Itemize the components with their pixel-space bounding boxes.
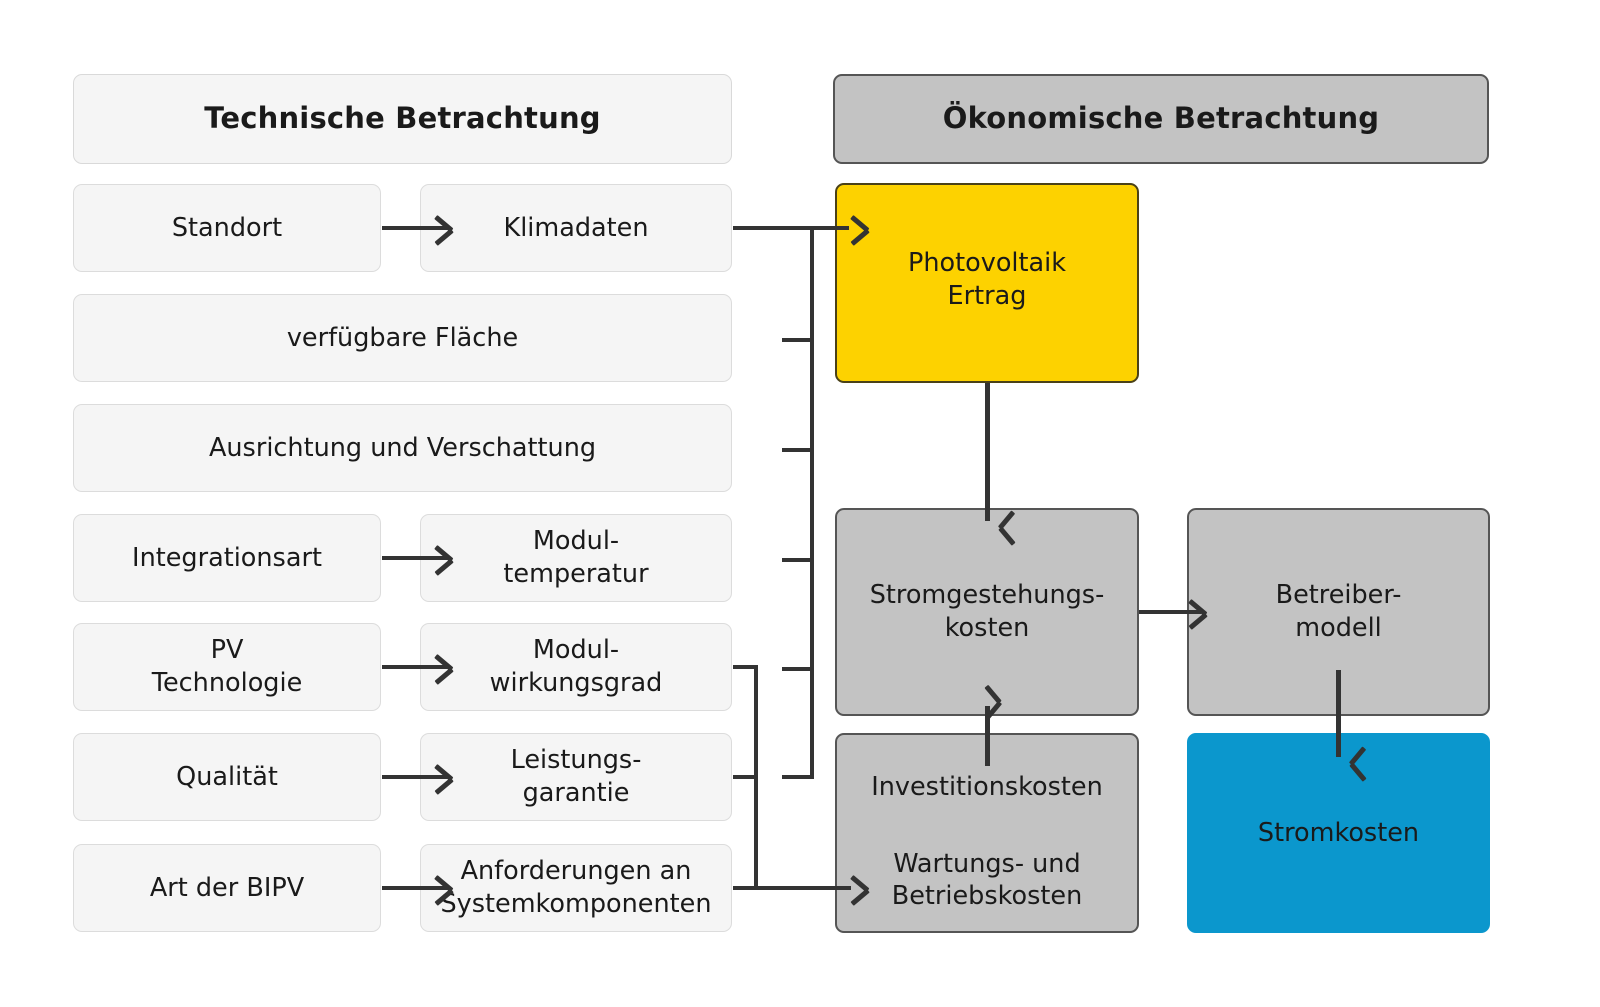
node-modultemperatur[interactable]: Modul- temperatur xyxy=(420,514,732,602)
bus-stub-modultemperatur xyxy=(782,558,812,562)
node-ausrichtung-verschattung-label: Ausrichtung und Verschattung xyxy=(208,432,597,463)
node-pv-technologie[interactable]: PV Technologie xyxy=(73,623,381,711)
bus-kosten-stub-modulwirkungsgrad xyxy=(733,665,758,669)
node-photovoltaik-ertrag-label-line1: Photovoltaik xyxy=(908,248,1066,278)
node-modulwirkungsgrad-label-line2: wirkungsgrad xyxy=(489,668,663,698)
node-leistungsgarantie-label: Leistungs- garantie xyxy=(421,744,731,809)
bus-pv-ertrag-trunk xyxy=(810,226,814,779)
node-verfuegbare-flaeche-label: verfügbare Fläche xyxy=(286,322,519,353)
node-standort-label: Standort xyxy=(171,212,283,243)
node-leistungsgarantie-label-line2: garantie xyxy=(522,778,630,808)
node-verfuegbare-flaeche[interactable]: verfügbare Fläche xyxy=(73,294,732,382)
node-pv-technologie-label-line2: Technologie xyxy=(151,668,303,698)
edge-integrationsart-modultemperatur xyxy=(382,556,448,560)
node-modulwirkungsgrad-label-line1: Modul- xyxy=(532,635,620,666)
node-stromgestehungskosten-label-line1: Stromgestehungs- xyxy=(869,580,1105,611)
edge-anforderungen-to-kosten xyxy=(733,886,851,890)
column-header-economic: Ökonomische Betrachtung xyxy=(833,74,1489,164)
node-pv-technologie-label: PV Technologie xyxy=(74,634,380,699)
edge-stromgestehungskosten-betreibermodell xyxy=(1139,610,1201,614)
node-ausrichtung-verschattung[interactable]: Ausrichtung und Verschattung xyxy=(73,404,732,492)
node-stromgestehungskosten-label-line2: kosten xyxy=(944,613,1030,643)
node-qualitaet-label: Qualität xyxy=(176,761,278,792)
edge-artderbipv-anforderungen xyxy=(382,886,448,890)
edge-betreibermodell-stromkosten xyxy=(1336,670,1341,757)
node-anforderungen-label: Anforderungen an Systemkomponenten xyxy=(421,855,731,920)
node-art-der-bipv-label: Art der BIPV xyxy=(149,872,305,903)
node-modultemperatur-label: Modul- temperatur xyxy=(421,525,731,590)
node-stromgestehungskosten-label: Stromgestehungs- kosten xyxy=(837,579,1137,644)
node-anforderungen-systemkomponenten[interactable]: Anforderungen an Systemkomponenten xyxy=(420,844,732,932)
node-leistungsgarantie[interactable]: Leistungs- garantie xyxy=(420,733,732,821)
node-betreibermodell-label: Betreiber- modell xyxy=(1189,579,1488,644)
node-stromgestehungskosten[interactable]: Stromgestehungs- kosten xyxy=(835,508,1139,716)
node-photovoltaik-ertrag-label: Photovoltaik Ertrag xyxy=(837,247,1137,312)
node-photovoltaik-ertrag[interactable]: Photovoltaik Ertrag xyxy=(835,183,1139,383)
node-pv-technologie-label-line1: PV xyxy=(210,635,244,666)
node-photovoltaik-ertrag-label-line2: Ertrag xyxy=(947,280,1027,311)
edge-kosten-stromgestehungskosten xyxy=(985,706,990,766)
bus-kosten-stub-leistungsgarantie xyxy=(733,775,758,779)
node-investitions-wartungskosten-label: Investitionskosten Wartungs- und Betrieb… xyxy=(837,771,1137,913)
edge-qualitaet-leistungsgarantie xyxy=(382,775,448,779)
node-klimadaten[interactable]: Klimadaten xyxy=(420,184,732,272)
node-modultemperatur-label-line1: Modul- xyxy=(532,526,620,557)
column-header-technical: Technische Betrachtung xyxy=(73,74,732,164)
column-header-economic-label: Ökonomische Betrachtung xyxy=(942,101,1380,136)
node-modulwirkungsgrad[interactable]: Modul- wirkungsgrad xyxy=(420,623,732,711)
node-investitions-wartungskosten[interactable]: Investitionskosten Wartungs- und Betrieb… xyxy=(835,733,1139,933)
node-wartungskosten-label-line2: Betriebskosten xyxy=(891,881,1083,912)
node-klimadaten-label: Klimadaten xyxy=(503,212,649,243)
node-anforderungen-label-line1: Anforderungen an xyxy=(460,856,692,887)
node-integrationsart[interactable]: Integrationsart xyxy=(73,514,381,602)
node-modulwirkungsgrad-label: Modul- wirkungsgrad xyxy=(421,634,731,699)
edge-pvertrag-stromgestehungskosten xyxy=(985,383,990,521)
bus-stub-modulwirkungsgrad xyxy=(782,667,812,671)
node-integrationsart-label: Integrationsart xyxy=(132,542,322,573)
node-leistungsgarantie-label-line1: Leistungs- xyxy=(510,745,642,776)
node-wartungskosten-label-line1: Wartungs- und xyxy=(893,848,1081,879)
node-betreibermodell-label-line1: Betreiber- xyxy=(1275,580,1402,611)
node-stromkosten-label: Stromkosten xyxy=(1257,817,1420,848)
node-standort[interactable]: Standort xyxy=(73,184,381,272)
bus-stub-verfuegbare-flaeche xyxy=(782,338,812,342)
edge-klimadaten-to-pvertrag xyxy=(733,226,849,230)
edge-pvtechnologie-modulwirkungsgrad xyxy=(382,665,448,669)
node-investitionskosten-label: Investitionskosten xyxy=(871,772,1103,802)
node-qualitaet[interactable]: Qualität xyxy=(73,733,381,821)
node-anforderungen-label-line2: Systemkomponenten xyxy=(440,889,712,919)
edge-standort-klimadaten xyxy=(382,226,448,230)
node-stromkosten[interactable]: Stromkosten xyxy=(1187,733,1490,933)
node-betreibermodell-label-line2: modell xyxy=(1295,613,1382,643)
column-header-technical-label: Technische Betrachtung xyxy=(204,101,601,136)
node-art-der-bipv[interactable]: Art der BIPV xyxy=(73,844,381,932)
bus-stub-ausrichtung xyxy=(782,448,812,452)
node-modultemperatur-label-line2: temperatur xyxy=(503,559,649,589)
bus-stub-leistungsgarantie xyxy=(782,775,812,779)
